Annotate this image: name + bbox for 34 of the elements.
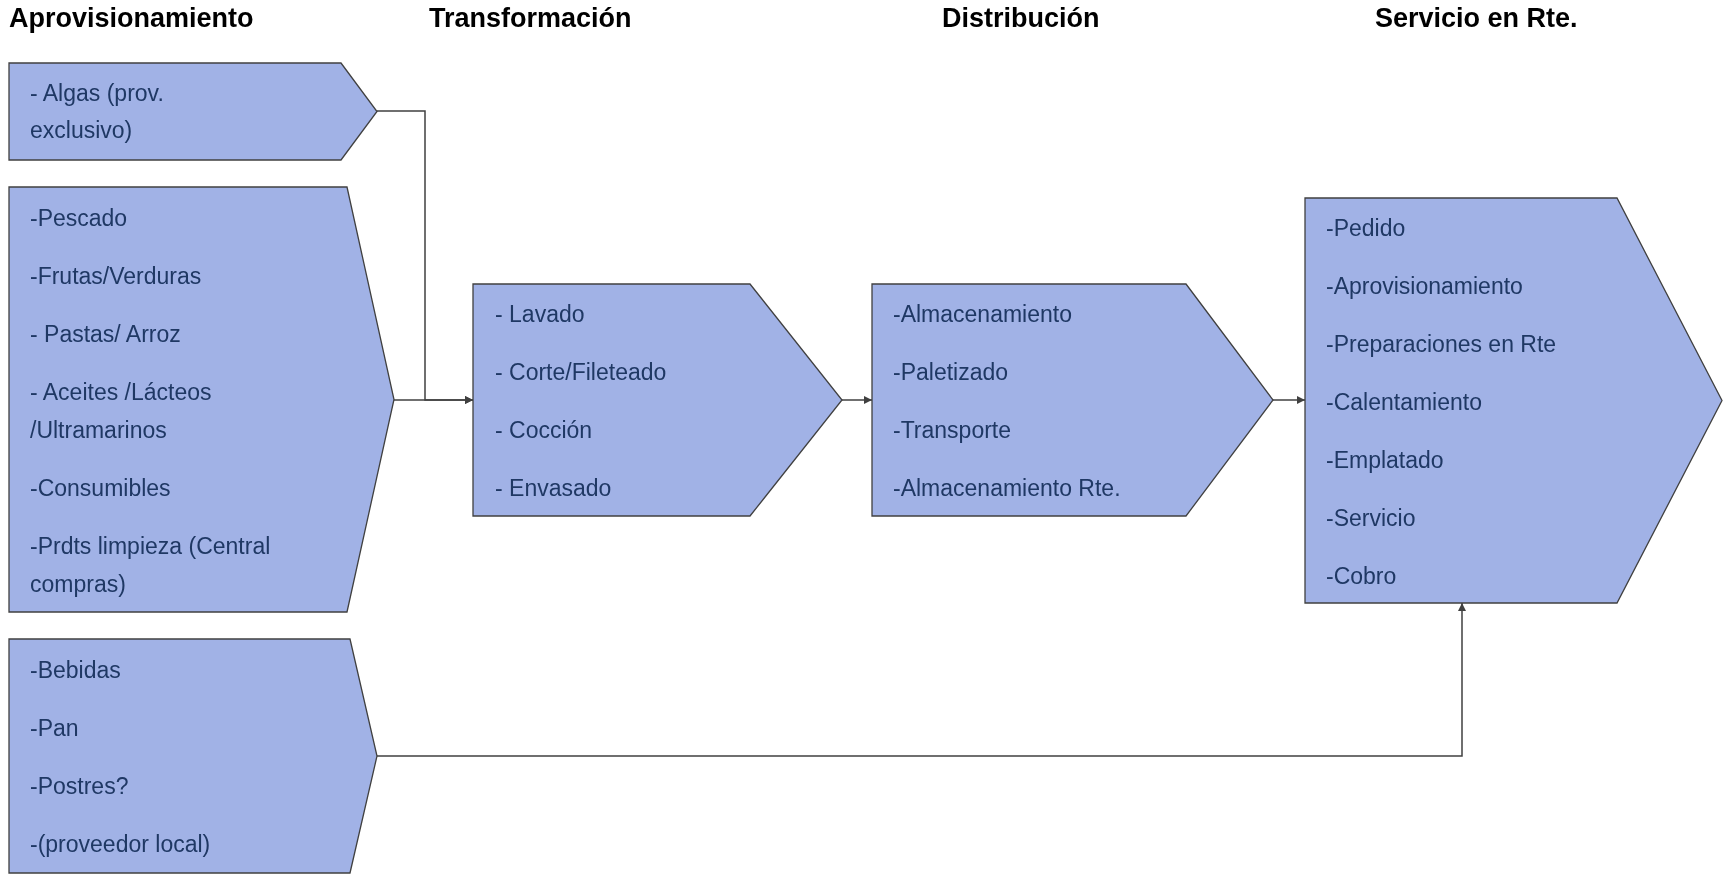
list-item: - Aceites /Lácteos /Ultramarinos [30,378,213,445]
list-item: -Pan [30,714,80,743]
list-item: -Servicio [1326,504,1417,533]
column-heading: Servicio en Rte. [1375,2,1578,35]
list-item: - Envasado [495,474,613,503]
list-item: -Pedido [1326,214,1407,243]
list-item: -Postres? [30,772,130,801]
list-item: -Prdts limpieza (Central compras) [30,532,272,599]
connector-arrow [841,396,873,404]
column-heading: Aprovisionamiento [9,2,254,35]
column-heading: Transformación [429,2,632,35]
list-item: -Calentamiento [1326,388,1483,417]
column-heading: Distribución [942,2,1100,35]
list-item: -(proveedor local) [30,830,212,859]
list-item: -Frutas/Verduras [30,262,203,291]
connector-arrow [393,396,474,404]
list-item: -Transporte [893,416,1013,445]
list-item: -Pescado [30,204,129,233]
list-item: - Cocción [495,416,594,445]
list-item: -Preparaciones en Rte [1326,330,1558,359]
list-item: -Almacenamiento [893,300,1073,329]
list-item: -Paletizado [893,358,1010,387]
list-item: -Cobro [1326,562,1398,591]
list-item: - Lavado [495,300,586,329]
connector-arrow [376,602,1466,757]
list-item: - Algas (prov. exclusivo) [30,79,165,145]
list-item: - Pastas/ Arroz [30,320,182,349]
list-item: -Emplatado [1326,446,1445,475]
list-item: -Aprovisionamiento [1326,272,1524,301]
list-item: -Consumibles [30,474,172,503]
list-item: - Corte/Fileteado [495,358,668,387]
connector-arrow [1272,396,1306,404]
list-item: -Almacenamiento Rte. [893,474,1122,503]
list-item: -Bebidas [30,656,122,685]
